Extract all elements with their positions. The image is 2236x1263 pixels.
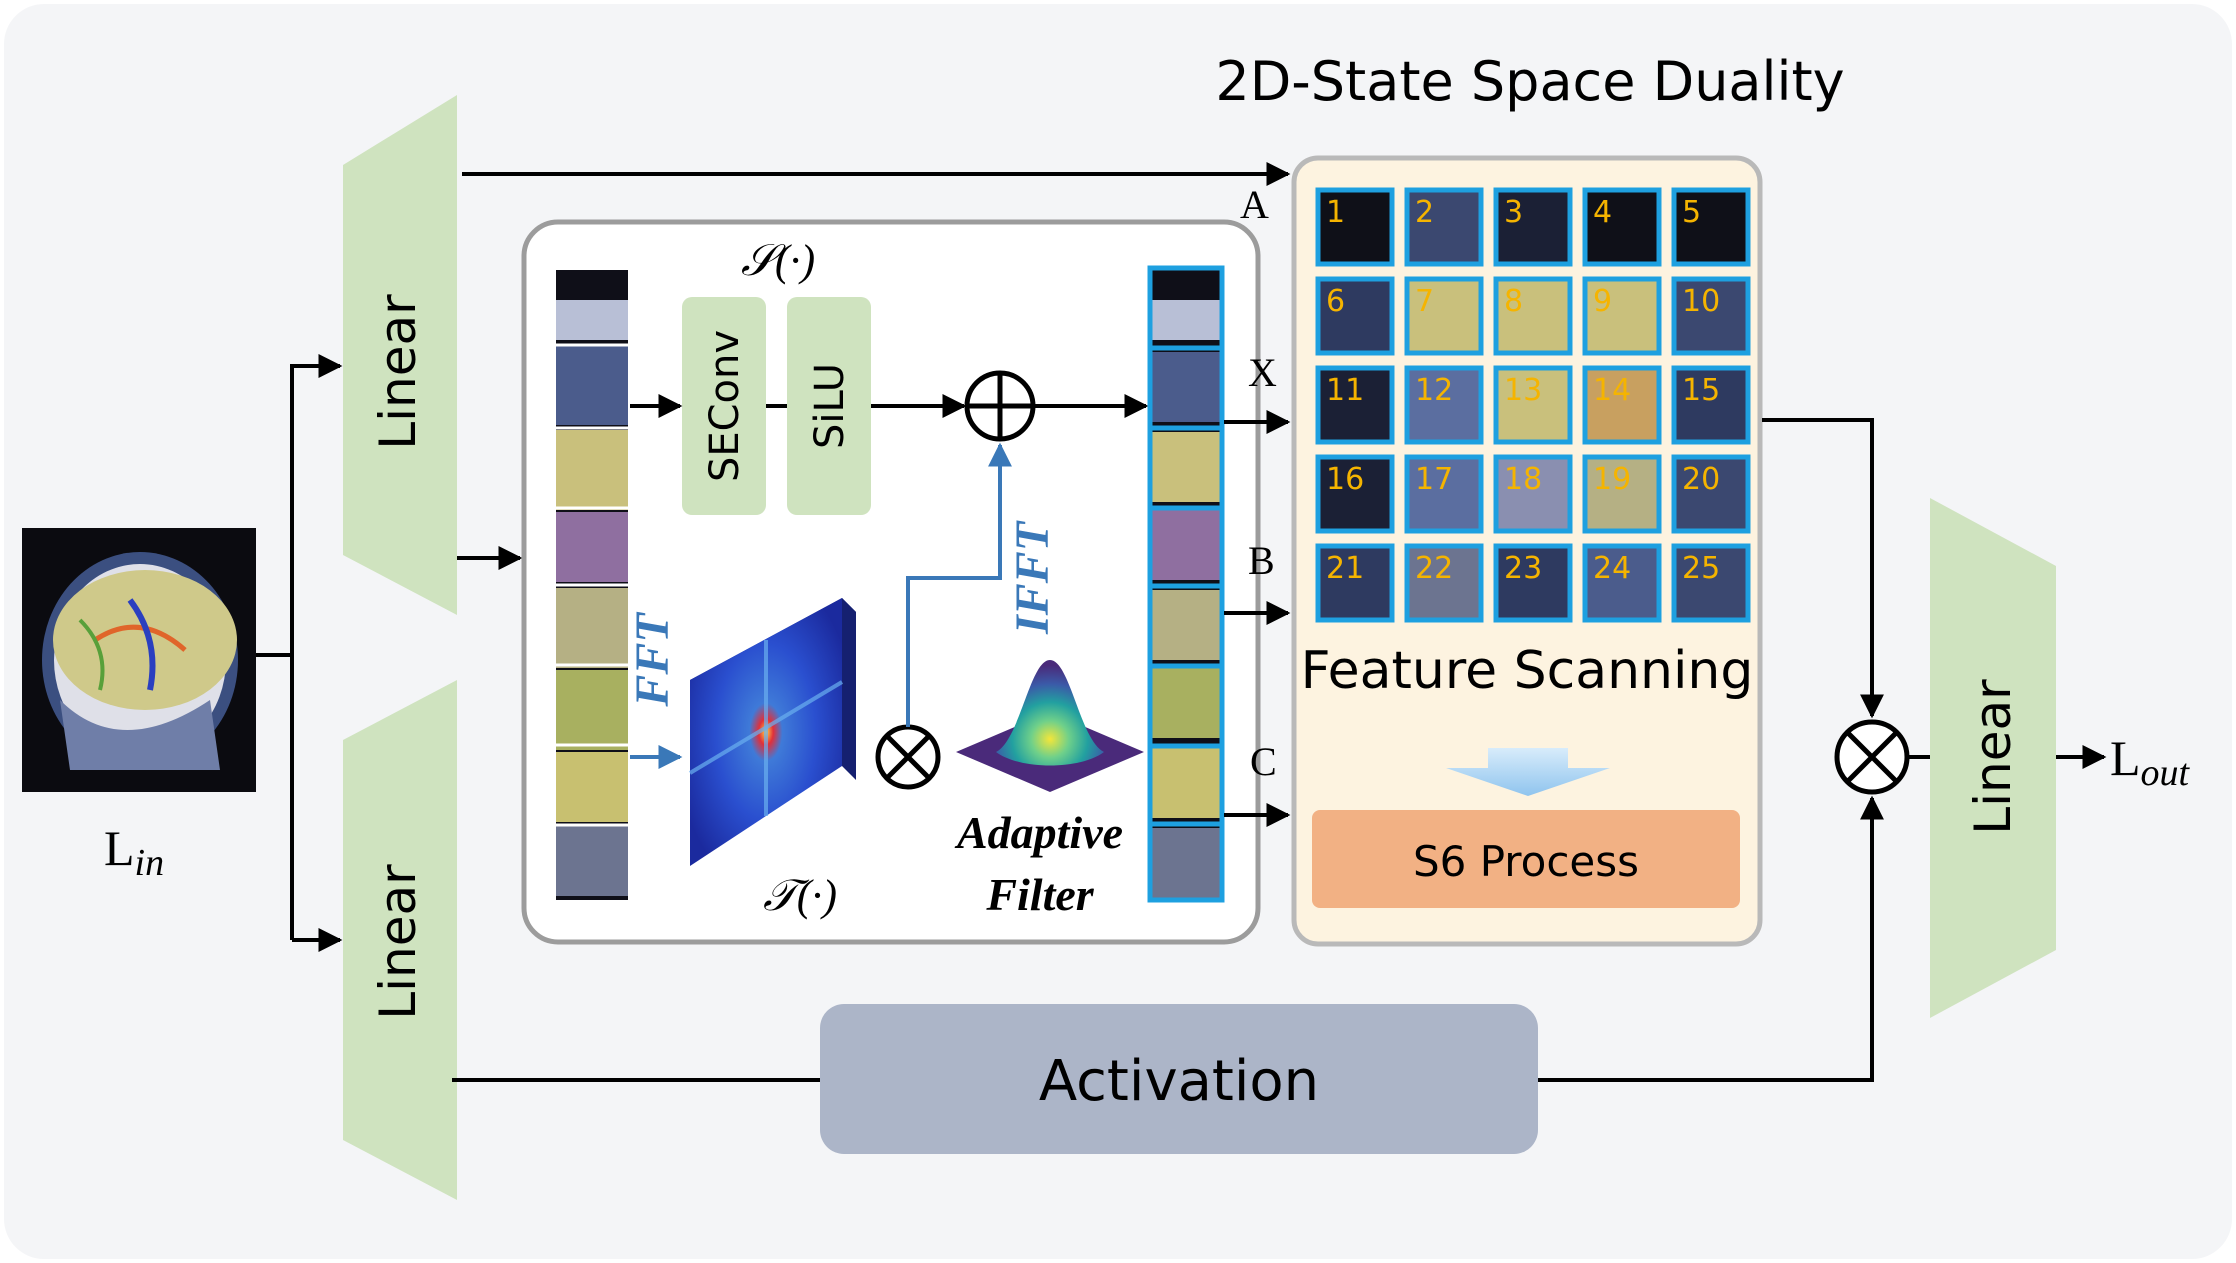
linear-top-label: Linear	[369, 294, 427, 450]
patch-cell: 9	[1582, 276, 1662, 356]
patch-cell: 14	[1582, 365, 1662, 445]
svg-text:Lout: Lout	[2110, 730, 2191, 794]
patch-cell: 16	[1315, 454, 1395, 534]
activation-block: Activation	[820, 1004, 1538, 1154]
seconv-block: SEConv	[682, 297, 766, 515]
ssm-input-arrows	[1224, 410, 1291, 827]
activation-lines	[452, 795, 1884, 1082]
patch-number: 19	[1593, 462, 1631, 497]
patch-number: 15	[1682, 373, 1720, 408]
linear-bottom-label: Linear	[369, 864, 427, 1020]
patch-number: 3	[1504, 195, 1523, 230]
s6-process-block: S6 Process	[1312, 810, 1740, 908]
patch-cell: 4	[1582, 187, 1662, 267]
patch-cell: 17	[1404, 454, 1484, 534]
patch-cell: 23	[1493, 543, 1573, 623]
fft-label: FFT	[626, 612, 679, 708]
patch-number: 1	[1326, 195, 1345, 230]
feature-scanning-label: Feature Scanning	[1301, 641, 1754, 701]
s-function-label: 𝒮(·)	[741, 236, 815, 285]
patch-number: 25	[1682, 551, 1720, 586]
patch-number: 2	[1415, 195, 1434, 230]
multiply-operator-inner	[875, 724, 941, 790]
patch-cell: 6	[1315, 276, 1395, 356]
patch-number: 6	[1326, 284, 1345, 319]
patch-cell: 13	[1493, 365, 1573, 445]
patch-number: 10	[1682, 284, 1720, 319]
patch-number: 12	[1415, 373, 1453, 408]
down-arrow-icon	[1446, 748, 1610, 796]
patch-cell: 11	[1315, 365, 1395, 445]
patch-cell: 25	[1671, 543, 1751, 623]
t-function-label: 𝒯(·)	[763, 871, 837, 920]
input-branch-lines	[256, 354, 343, 952]
patch-cell: 15	[1671, 365, 1751, 445]
output-patch-strip	[1147, 265, 1225, 903]
linear-block-right: Linear	[1930, 498, 2056, 1018]
linear-right-label: Linear	[1964, 679, 2022, 835]
patch-number: 5	[1682, 195, 1701, 230]
ifft-label: IFFT	[1006, 520, 1059, 635]
patch-number: 21	[1326, 551, 1364, 586]
input-mri-image	[22, 528, 256, 792]
svg-text:Lin: Lin	[104, 820, 164, 884]
patch-cell: 24	[1582, 543, 1662, 623]
patch-cell: 22	[1404, 543, 1484, 623]
adaptive-filter-surface	[956, 660, 1144, 792]
ifft-arrow	[906, 442, 1012, 727]
patch-cell: 12	[1404, 365, 1484, 445]
activation-label: Activation	[1039, 1049, 1319, 1114]
patch-number: 4	[1593, 195, 1612, 230]
patch-number: 17	[1415, 462, 1453, 497]
patch-number: 8	[1504, 284, 1523, 319]
patch-cell: 3	[1493, 187, 1573, 267]
s6-process-label: S6 Process	[1413, 837, 1639, 886]
patch-cell: 1	[1315, 187, 1395, 267]
patch-cell: 10	[1671, 276, 1751, 356]
input-patch-strip	[556, 270, 628, 900]
patch-number: 24	[1593, 551, 1631, 586]
patch-number: 11	[1326, 373, 1364, 408]
label-x: X	[1248, 350, 1277, 395]
patch-cell: 7	[1404, 276, 1484, 356]
patch-cell: 5	[1671, 187, 1751, 267]
patch-number: 14	[1593, 373, 1631, 408]
ssd-title: 2D-State Space Duality	[1215, 50, 1844, 113]
patch-number: 9	[1593, 284, 1612, 319]
output-label: Lout	[2110, 730, 2191, 794]
patch-number: 18	[1504, 462, 1542, 497]
frequency-spectrum	[688, 598, 856, 866]
adaptive-filter-line2: Filter	[985, 869, 1094, 920]
input-label: Lin	[104, 820, 164, 884]
label-b: B	[1248, 538, 1275, 583]
patch-cell: 8	[1493, 276, 1573, 356]
ssm-input-labels: A X B C	[1240, 182, 1277, 784]
silu-block: SiLU	[787, 297, 871, 515]
patch-cell: 21	[1315, 543, 1395, 623]
label-a: A	[1240, 182, 1269, 227]
patch-number: 16	[1326, 462, 1364, 497]
patch-cell: 20	[1671, 454, 1751, 534]
patch-number: 22	[1415, 551, 1453, 586]
patch-cell: 18	[1493, 454, 1573, 534]
patch-number: 23	[1504, 551, 1542, 586]
linear-block-top: Linear	[343, 95, 457, 615]
ssd-output-arrow	[1762, 418, 1884, 719]
label-c: C	[1250, 739, 1277, 784]
seconv-label: SEConv	[702, 330, 748, 482]
linear-block-bottom: Linear	[343, 680, 457, 1200]
patch-number: 20	[1682, 462, 1720, 497]
patch-cell: 19	[1582, 454, 1662, 534]
silu-label: SiLU	[807, 363, 853, 449]
patch-number: 7	[1415, 284, 1434, 319]
multiply-operator-outer	[1834, 719, 1910, 795]
patch-cell: 2	[1404, 187, 1484, 267]
add-operator	[964, 370, 1036, 442]
patch-number: 13	[1504, 373, 1542, 408]
adaptive-filter-line1: Adaptive	[954, 807, 1123, 858]
